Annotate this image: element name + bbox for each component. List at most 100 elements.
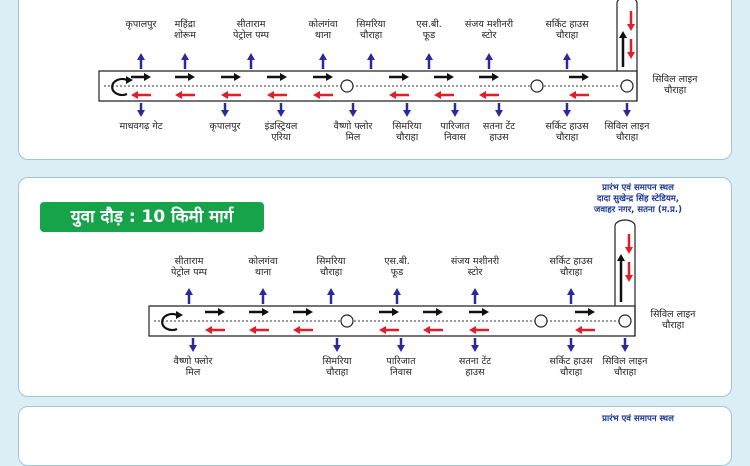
landmark-arrow-top-2-head: [247, 53, 255, 60]
landmark-label-right: सिविल लाइन चौराहा: [650, 309, 696, 331]
roundabout-1: [530, 79, 544, 93]
landmark-arrow-bottom-0-head: [189, 345, 197, 352]
return-arrow-2-head: [293, 326, 300, 334]
landmark-label-bottom-5: पारिजात निवास: [440, 121, 470, 143]
forward-arrow-3-head: [392, 308, 399, 316]
landmark-label-bottom-0: माधवगढ़ गेट: [119, 121, 163, 132]
return-arrow-1-head: [175, 91, 182, 99]
u-turn-arrow-head: [126, 76, 133, 84]
route-diagram-2: [148, 219, 636, 352]
forward-arrow-1-head: [188, 73, 195, 81]
return-arrow-5-head: [469, 326, 476, 334]
return-arrow-0-head: [131, 91, 138, 99]
return-arrow-7-head: [479, 91, 486, 99]
landmark-arrow-top-5-head: [425, 53, 433, 60]
return-arrow-3-head: [267, 91, 274, 99]
route-vertical-tube: [614, 219, 636, 336]
landmark-label-bottom-1: सिमरिया चौराहा: [322, 356, 352, 378]
landmark-arrow-bottom-2-head: [277, 110, 285, 117]
forward-arrow-5-head: [482, 308, 489, 316]
landmark-arrow-top-5-head: [567, 288, 575, 295]
landmark-arrow-top-4-head: [367, 53, 375, 60]
landmark-label-top-0: कृपालपुर: [125, 19, 157, 30]
landmark-arrow-top-4-head: [471, 288, 479, 295]
route-vertical-tube: [616, 0, 638, 101]
landmark-label-right: सिविल लाइन चौराहा: [652, 74, 698, 96]
forward-arrow-4-head: [326, 73, 333, 81]
landmark-arrow-bottom-4-head: [567, 345, 575, 352]
u-turn-arrow-head: [176, 311, 183, 319]
roundabout-2: [618, 314, 632, 328]
vertical-return-arrow-1-head: [625, 247, 633, 254]
forward-arrow-5-head: [402, 73, 409, 81]
landmark-arrow-top-3-head: [393, 288, 401, 295]
landmark-label-top-2: सीताराम पेट्रोल पम्प: [233, 19, 269, 41]
roundabout-1: [534, 314, 548, 328]
roundabout-0: [340, 79, 354, 93]
landmark-arrow-top-1-head: [259, 288, 267, 295]
return-arrow-6-head: [575, 326, 582, 334]
forward-arrow-4-head: [436, 308, 443, 316]
landmark-label-top-6: संजय मशीनरी स्टोर: [464, 19, 514, 41]
landmark-arrow-bottom-5-head: [621, 345, 629, 352]
forward-arrow-0-head: [144, 73, 151, 81]
landmark-arrow-bottom-1-head: [333, 345, 341, 352]
forward-arrow-2-head: [234, 73, 241, 81]
landmark-label-bottom-1: कृपालपुर: [209, 121, 241, 132]
landmark-label-bottom-4: सिमरिया चौराहा: [392, 121, 422, 143]
landmark-label-bottom-3: सतना टेंट हाउस: [458, 356, 492, 378]
landmark-label-top-5: सर्किट हाउस चौराहा: [549, 256, 593, 278]
landmark-label-top-5: एस.बी. फूड: [416, 19, 442, 41]
venue-label-3: प्रारंभ एवं समापन स्थल: [602, 414, 674, 424]
return-arrow-4-head: [313, 91, 320, 99]
forward-arrow-2-head: [306, 308, 313, 316]
landmark-label-top-4: सिमरिया चौराहा: [356, 19, 386, 41]
landmark-label-bottom-7: सर्किट हाउस चौराहा: [545, 121, 589, 143]
landmark-arrow-top-2-head: [327, 288, 335, 295]
forward-arrow-8-head: [582, 73, 589, 81]
return-arrow-2-head: [221, 91, 228, 99]
route-diagram-1: [98, 0, 638, 117]
landmark-arrow-top-7-head: [563, 53, 571, 60]
forward-arrow-7-head: [492, 73, 499, 81]
landmark-label-top-2: सिमरिया चौराहा: [316, 256, 346, 278]
route-title-badge: युवा दौड़ : 10 किमी मार्ग: [40, 202, 264, 232]
landmark-arrow-bottom-1-head: [221, 110, 229, 117]
roundabout-2: [620, 79, 634, 93]
venue-label: प्रारंभ एवं समापन स्थल दादा सुखेन्द्र सि…: [594, 183, 682, 215]
landmark-label-top-0: सीताराम पेट्रोल पम्प: [171, 256, 207, 278]
landmark-arrow-top-0-head: [137, 53, 145, 60]
return-arrow-4-head: [423, 326, 430, 334]
u-turn-arrow: [111, 77, 128, 97]
forward-arrow-1-head: [262, 308, 269, 316]
forward-arrow-6-head: [588, 308, 595, 316]
landmark-arrow-top-0-head: [185, 288, 193, 295]
return-arrow-1-head: [249, 326, 256, 334]
landmark-arrow-top-6-head: [485, 53, 493, 60]
route-panel-1: कृपालपुर महिंद्रा शोरूम सीताराम पेट्रोल पम…: [18, 0, 732, 160]
return-arrow-0-head: [205, 326, 212, 334]
landmark-arrow-bottom-3-head: [349, 110, 357, 117]
roundabout-0: [340, 314, 354, 328]
landmark-arrow-bottom-0-head: [137, 110, 145, 117]
forward-arrow-0-head: [218, 308, 225, 316]
landmark-label-top-3: कोलगंवा थाना: [308, 19, 338, 41]
vertical-return-arrow-2-head: [625, 275, 633, 282]
forward-arrow-6-head: [447, 73, 454, 81]
landmark-arrow-bottom-2-head: [397, 345, 405, 352]
landmark-label-bottom-6: सतना टेंट हाउस: [482, 121, 516, 143]
landmark-label-bottom-5: सिविल लाइन चौराहा: [602, 356, 648, 378]
landmark-arrow-bottom-4-head: [403, 110, 411, 117]
vertical-forward-arrow-head: [617, 254, 625, 261]
landmark-label-top-3: एस.बी. फूड: [384, 256, 410, 278]
landmark-arrow-top-3-head: [319, 53, 327, 60]
landmark-arrow-bottom-7-head: [563, 110, 571, 117]
landmark-label-top-1: महिंद्रा शोरूम: [174, 19, 196, 41]
vertical-return-arrow-2-head: [627, 52, 635, 59]
landmark-label-top-7: सर्किट हाउस चौराहा: [545, 19, 589, 41]
landmark-label-bottom-3: वैष्णो फ्लोर मिल: [333, 121, 373, 143]
landmark-arrow-bottom-5-head: [451, 110, 459, 117]
return-arrow-5-head: [389, 91, 396, 99]
return-arrow-6-head: [434, 91, 441, 99]
